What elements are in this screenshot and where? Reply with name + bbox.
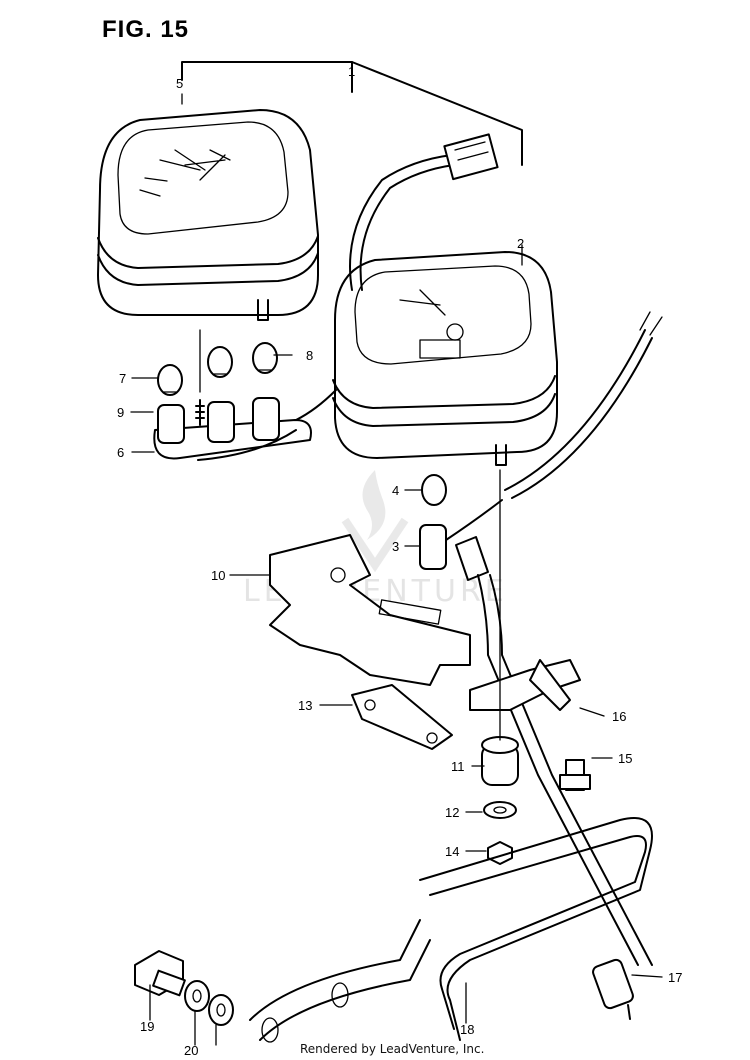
- meter-bracket-plate: [269, 534, 471, 686]
- callout-9: 9: [117, 405, 124, 420]
- callout-19: 19: [140, 1019, 154, 1034]
- watermark-logo: [341, 470, 409, 573]
- callout-6: 6: [117, 445, 124, 460]
- callout-10: 10: [211, 568, 225, 583]
- figure-title: FIG. 15: [102, 16, 190, 43]
- callout-8: 8: [306, 348, 313, 363]
- callout-13: 13: [298, 698, 312, 713]
- bolt-and-washers: [134, 950, 234, 1026]
- callout-17: 17: [668, 970, 682, 985]
- callout-16: 16: [612, 709, 626, 724]
- tachometer-gauge: [97, 109, 319, 321]
- footer-credit: Rendered by LeadVenture, Inc.: [300, 1042, 485, 1056]
- mounting-plate: [351, 684, 453, 750]
- callout-3: 3: [392, 539, 399, 554]
- callout-14: 14: [445, 844, 459, 859]
- cable-clamp: [469, 659, 581, 711]
- callout-4: 4: [392, 483, 399, 498]
- callout-11: 11: [451, 759, 465, 774]
- callout-12: 12: [445, 805, 459, 820]
- wiring-harness: [349, 133, 663, 499]
- speedometer-gauge: [332, 251, 558, 466]
- leader-lines: [130, 93, 663, 1046]
- callout-20: 20: [184, 1043, 198, 1058]
- callout-1: 1: [348, 64, 355, 79]
- tacho-bulb-sockets: [153, 342, 337, 461]
- callout-7: 7: [119, 371, 126, 386]
- callout-18: 18: [460, 1022, 474, 1037]
- callout-2: 2: [517, 236, 524, 251]
- assembly-bracket: [181, 61, 523, 166]
- speedo-bulb-socket: [419, 474, 503, 570]
- meter-stay-bracket: [249, 817, 653, 1043]
- callout-5: 5: [176, 76, 183, 91]
- callout-15: 15: [618, 751, 632, 766]
- small-hardware: [481, 736, 591, 865]
